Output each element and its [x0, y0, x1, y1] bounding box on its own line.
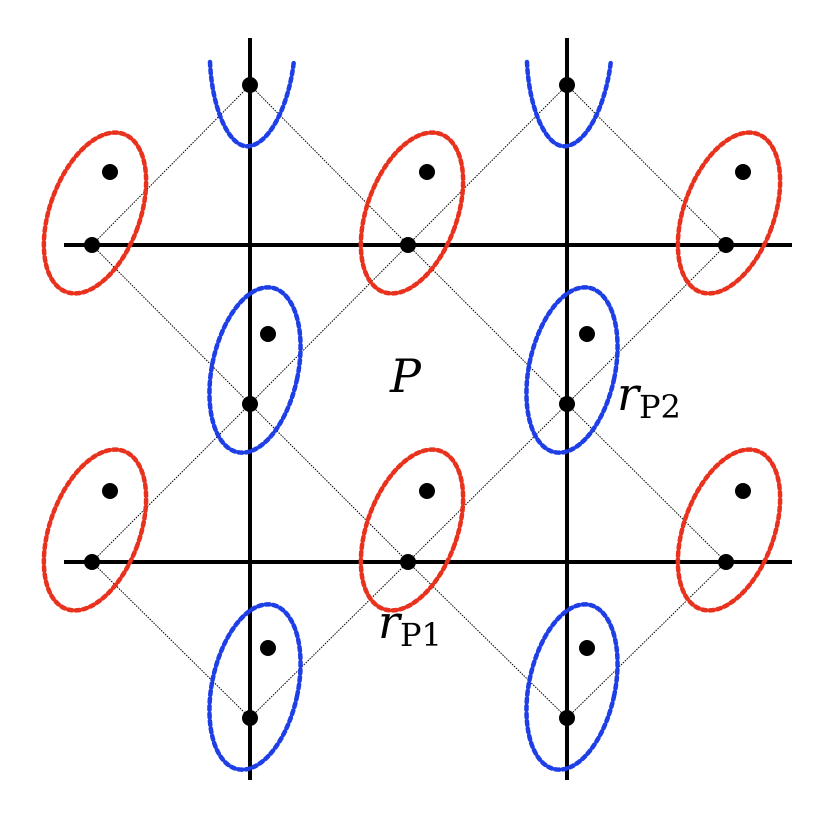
site-dot [84, 237, 100, 253]
paired-dot [102, 164, 118, 180]
plaquette-label: P [389, 349, 422, 403]
blue-loop [524, 602, 620, 772]
site-dot [400, 554, 416, 570]
red-loop [358, 447, 466, 613]
site-dot [242, 396, 258, 412]
paired-dot [260, 326, 276, 342]
diagonal-link [407, 403, 568, 563]
r-p1-subscript: P1 [400, 616, 442, 654]
site-dot [718, 237, 734, 253]
paired-dot [579, 640, 595, 656]
r-p2-label: rP2 [617, 367, 681, 426]
diagonal-link [249, 561, 409, 719]
site-dot [242, 77, 258, 93]
paired-dot [419, 164, 435, 180]
r-p1-label: rP1 [378, 595, 442, 654]
blue-loop-partial [207, 57, 297, 149]
diagonal-links [91, 84, 727, 719]
paired-dot [579, 326, 595, 342]
site-dot [559, 77, 575, 93]
diagonal-link [249, 84, 409, 246]
red-loop [675, 447, 783, 613]
site-dot [559, 710, 575, 726]
red-loops [41, 130, 783, 613]
lattice-lines [64, 38, 792, 780]
diagonal-link [91, 244, 251, 405]
blue-loops [207, 57, 620, 772]
red-loop [358, 130, 466, 296]
paired-dot [735, 483, 751, 499]
blue-loop-partial [524, 57, 614, 149]
diagonal-link [407, 244, 568, 405]
red-loop [675, 130, 783, 296]
site-dot [559, 396, 575, 412]
blue-loop [207, 285, 303, 455]
blue-loop [524, 285, 620, 455]
r-p2-subscript: P2 [639, 388, 681, 426]
diagonal-link [91, 84, 251, 246]
paired-dot [102, 483, 118, 499]
site-dot [242, 710, 258, 726]
diagonal-link [91, 561, 251, 719]
paired-dot [419, 483, 435, 499]
sites [84, 77, 751, 726]
red-loop [41, 447, 149, 613]
diagonal-link [407, 84, 568, 246]
diagonal-link [249, 244, 409, 405]
paired-dot [735, 164, 751, 180]
diagonal-link [566, 403, 727, 563]
r-p1-base: r [378, 595, 403, 649]
paired-dot [260, 640, 276, 656]
blue-loop [207, 602, 303, 772]
diagonal-link [91, 403, 251, 563]
diagonal-link [407, 561, 568, 719]
site-dot [400, 237, 416, 253]
site-dot [84, 554, 100, 570]
diagonal-link [566, 244, 727, 405]
r-p2-base: r [617, 367, 642, 421]
diagonal-link [249, 403, 409, 563]
diagonal-link [566, 561, 727, 719]
site-dot [718, 554, 734, 570]
red-loop [41, 130, 149, 296]
